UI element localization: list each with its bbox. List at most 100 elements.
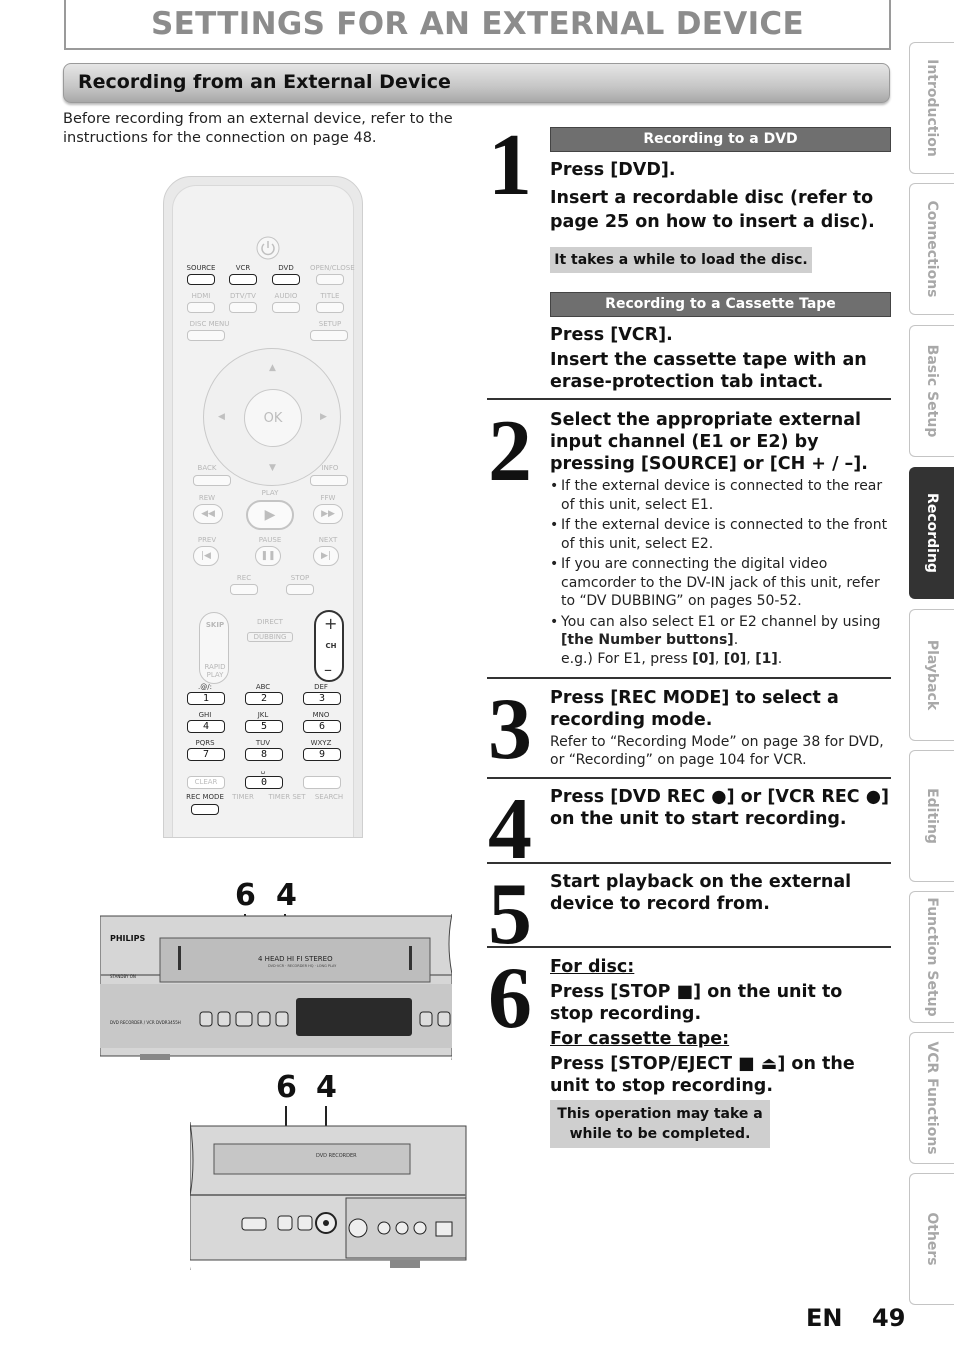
tab-playback[interactable]: Playback <box>909 609 954 741</box>
key-label: WXYZ <box>310 739 332 747</box>
tab-label: VCR Functions <box>924 1041 940 1155</box>
power-icon <box>256 236 280 260</box>
step-divider <box>487 946 891 948</box>
tab-introduction[interactable]: Introduction <box>909 42 954 174</box>
dvd-recorder-panel-illustration: DVD RECORDER <box>190 1122 468 1270</box>
remote-dpad: ▲ ▼ ◀ ▶ OK <box>203 348 341 486</box>
key-label: MNO <box>312 711 330 719</box>
remote-label-next: NEXT <box>318 536 338 544</box>
tab-label: Introduction <box>924 59 940 157</box>
tab-others[interactable]: Others <box>909 1173 954 1305</box>
step1-dvd-press: Press [DVD]. <box>550 160 676 180</box>
key-label: TUV <box>255 739 271 747</box>
remote-label-ffw: FFW <box>320 494 336 502</box>
page-number: 49 <box>872 1304 906 1332</box>
remote-disc-menu-button <box>187 330 225 341</box>
remote-label-rew: REW <box>198 494 216 502</box>
remote-dot-button <box>303 776 341 789</box>
key-6: 6 <box>303 720 341 733</box>
up-arrow-icon: ▲ <box>269 363 276 373</box>
remote-rec-button <box>230 584 258 595</box>
step-number: 5 <box>488 866 532 963</box>
key-1: 1 <box>187 692 225 705</box>
remote-control-illustration: SOURCE VCR DVD OPEN/CLOSE HDMI DTV/TV AU… <box>163 176 363 838</box>
step6-tape-text: Press [STOP/EJECT ■ ⏏] on the unit to st… <box>550 1054 855 1096</box>
play-icon: ▶ <box>246 500 294 530</box>
step-divider <box>487 677 891 679</box>
remote-label-audio: AUDIO <box>274 292 298 300</box>
tab-label: Editing <box>924 788 940 844</box>
tab-connections[interactable]: Connections <box>909 183 954 315</box>
key-9: 9 <box>303 748 341 761</box>
plus-icon: + <box>324 614 338 633</box>
right-arrow-icon: ▶ <box>320 412 327 422</box>
remote-ok-button: OK <box>244 389 302 447</box>
remote-setup-button <box>310 330 348 341</box>
step4-heading: Press [DVD REC ●] or [VCR REC ●] on the … <box>550 787 889 829</box>
remote-label-open-close: OPEN/CLOSE <box>310 264 355 272</box>
remote-label-skip: SKIP <box>205 621 225 629</box>
remote-label-vcr: VCR <box>235 264 251 272</box>
remote-info-button <box>310 475 348 486</box>
list-item: You can also select E1 or E2 channel by … <box>550 613 890 669</box>
panel-label: DVD RECORDER <box>316 1153 357 1159</box>
key-3: 3 <box>303 692 341 705</box>
section-title: Recording from an External Device <box>78 71 451 93</box>
step1-vcr-press: Press [VCR]. <box>550 325 673 345</box>
remote-label-search: SEARCH <box>314 793 344 801</box>
minus-icon: – <box>324 660 332 679</box>
remote-label-pause: PAUSE <box>258 536 282 544</box>
page-title: SETTINGS FOR AN EXTERNAL DEVICE <box>151 6 804 42</box>
remote-back-button <box>193 475 231 486</box>
bullet-text: You can also select E1 or E2 channel by … <box>561 613 881 630</box>
example-sep: , <box>714 650 724 667</box>
step-number: 4 <box>488 781 532 878</box>
vcr-label: 4 HEAD HI FI STEREO <box>258 955 333 963</box>
language-indicator: EN <box>806 1304 843 1332</box>
remote-channel-rocker: + CH – <box>314 610 344 682</box>
key-7: 7 <box>187 748 225 761</box>
remote-label-back: BACK <box>197 464 217 472</box>
tab-label: Function Setup <box>924 897 940 1017</box>
remote-audio-button <box>272 302 300 313</box>
tab-function-setup[interactable]: Function Setup <box>909 891 954 1023</box>
callout-4-bottom: 4 <box>316 1070 337 1105</box>
step-number: 3 <box>488 681 532 778</box>
intro-text: Before recording from an external device… <box>63 111 453 146</box>
step-divider <box>487 398 891 400</box>
tab-basic-setup[interactable]: Basic Setup <box>909 325 954 457</box>
callout-6-top: 6 <box>235 878 256 913</box>
panel-drawing <box>190 1122 467 1270</box>
remote-label-info: INFO <box>321 464 339 472</box>
rewind-icon: ◀◀ <box>193 504 223 524</box>
step6-disc-text: Press [STOP ■] on the unit to stop recor… <box>550 982 843 1024</box>
dvd-vcr-front-panel-illustration: PHILIPS 4 HEAD HI FI STEREO DVD·VCR · RE… <box>100 914 452 1060</box>
step-divider <box>487 777 891 779</box>
example-text: e.g.) For E1, press <box>561 650 693 667</box>
key-label: DEF <box>314 683 328 691</box>
brand-logo: PHILIPS <box>110 934 146 943</box>
step6-disc-title: For disc: <box>550 957 635 977</box>
step-number: 6 <box>488 950 532 1047</box>
remote-label-timer-set: TIMER SET <box>268 793 306 801</box>
tab-vcr-functions[interactable]: VCR Functions <box>909 1032 954 1164</box>
bullet-text: . <box>733 632 739 648</box>
step6-tape-title: For cassette tape: <box>550 1029 730 1049</box>
step3-heading: Press [REC MODE] to select a recording m… <box>550 688 839 730</box>
remote-label-ch: CH <box>325 642 337 650</box>
key-label: GHI <box>198 711 212 719</box>
remote-dubbing-button: DUBBING <box>247 632 293 642</box>
remote-label-rapid-play: RAPID PLAY <box>204 663 226 679</box>
remote-label-play: PLAY <box>261 489 279 497</box>
step2-bullets: If the external device is connected to t… <box>550 477 890 670</box>
step1-dvd-insert: Insert a recordable disc (refer to page … <box>550 188 875 232</box>
model-label: DVD RECORDER / VCR DVDR3455H <box>110 1020 181 1025</box>
remote-body: SOURCE VCR DVD OPEN/CLOSE HDMI DTV/TV AU… <box>172 185 355 837</box>
tab-editing[interactable]: Editing <box>909 750 954 882</box>
remote-skip-rocker: SKIP RAPID PLAY <box>199 612 229 684</box>
remote-clear-button: CLEAR <box>187 776 225 789</box>
remote-label-dtv: DTV/TV <box>230 292 256 300</box>
down-arrow-icon: ▼ <box>269 463 276 473</box>
list-item: If the external device is connected to t… <box>550 516 890 553</box>
tab-recording[interactable]: Recording <box>909 467 954 599</box>
